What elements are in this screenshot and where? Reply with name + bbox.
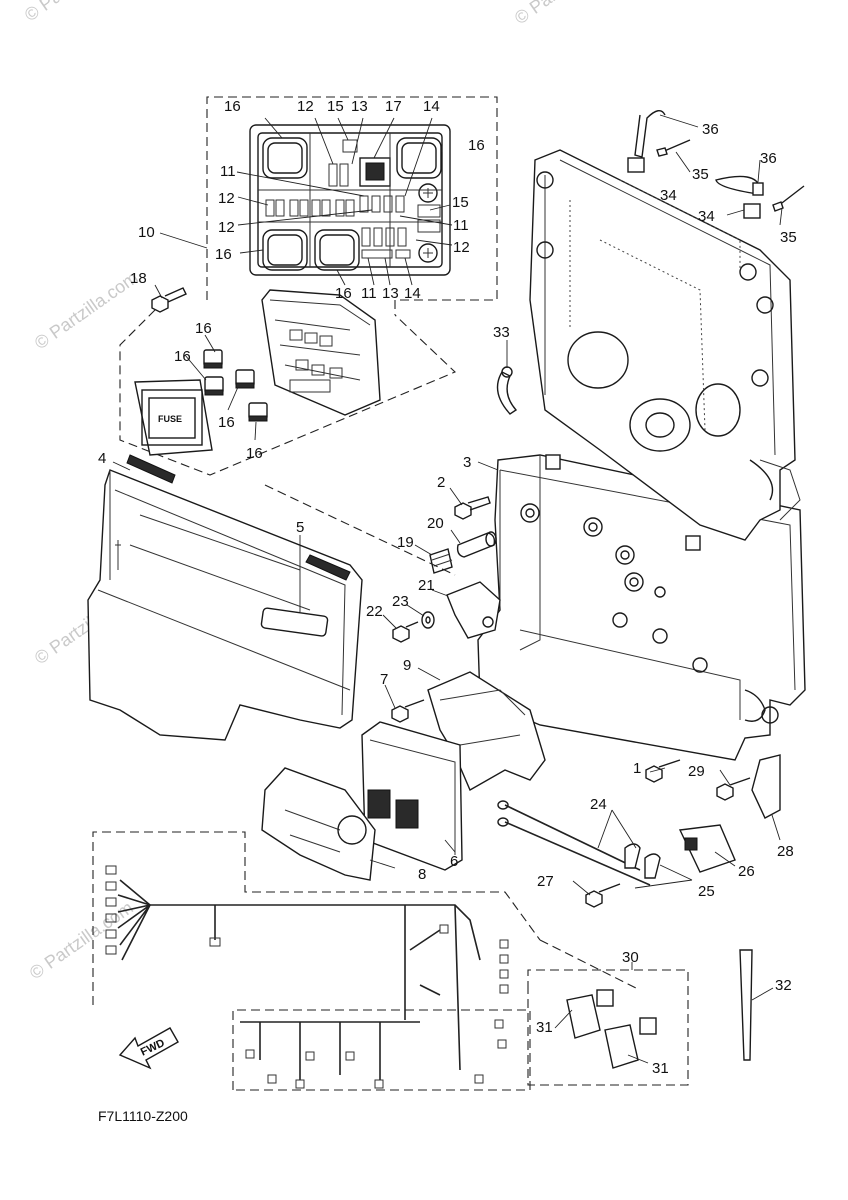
callout-13: 13 xyxy=(382,285,399,302)
callout-21: 21 xyxy=(418,577,435,594)
callout-11: 11 xyxy=(220,163,236,180)
grommet xyxy=(496,371,518,415)
callout-labels: 1 2 3 4 5 6 7 8 9 10 11 11 11 12 12 12 1… xyxy=(98,98,797,1124)
callout-19: 19 xyxy=(397,534,414,551)
callout-16: 16 xyxy=(246,445,263,462)
callout-34: 34 xyxy=(698,208,715,225)
diagram-code: F7L1110-Z200 xyxy=(98,1108,188,1124)
callout-33: 33 xyxy=(493,324,510,341)
watermark-text: © Partzilla.com xyxy=(26,897,137,983)
relay-kit-box xyxy=(527,969,689,1086)
callout-1: 1 xyxy=(633,760,641,777)
cable-clamps xyxy=(627,110,805,219)
callout-25: 25 xyxy=(698,883,715,900)
callout-12: 12 xyxy=(218,190,235,207)
wire-harness: FWD xyxy=(92,831,541,1091)
leader-lines xyxy=(112,114,783,1064)
callout-16: 16 xyxy=(218,414,235,431)
callout-14: 14 xyxy=(404,285,421,302)
callout-35: 35 xyxy=(780,229,797,246)
callout-15: 15 xyxy=(327,98,344,115)
callout-27: 27 xyxy=(537,873,554,890)
callout-34: 34 xyxy=(660,187,677,204)
callout-35: 35 xyxy=(692,166,709,183)
callout-30: 30 xyxy=(622,949,639,966)
callout-24: 24 xyxy=(590,796,607,813)
callout-11: 11 xyxy=(361,285,377,302)
fuse-label: FUSE xyxy=(158,414,182,424)
callout-16: 16 xyxy=(174,348,191,365)
callout-11: 11 xyxy=(453,217,469,234)
callout-9: 9 xyxy=(403,657,411,674)
callout-16: 16 xyxy=(468,137,485,154)
watermark-text: © Partzilla.com xyxy=(21,0,132,25)
callout-8: 8 xyxy=(418,866,426,883)
callout-12: 12 xyxy=(218,219,235,236)
callout-23: 23 xyxy=(392,593,409,610)
callout-36: 36 xyxy=(702,121,719,138)
fwd-arrow-icon xyxy=(118,1027,179,1070)
callout-16: 16 xyxy=(215,246,232,263)
callout-20: 20 xyxy=(427,515,444,532)
callout-31: 31 xyxy=(652,1060,669,1077)
callout-7: 7 xyxy=(380,671,388,688)
fuse-box-detail xyxy=(206,96,498,315)
callout-16: 16 xyxy=(195,320,212,337)
callout-16: 16 xyxy=(224,98,241,115)
callout-17: 17 xyxy=(385,98,402,115)
small-fasteners xyxy=(391,496,501,723)
callout-29: 29 xyxy=(688,763,705,780)
callout-6: 6 xyxy=(450,853,458,870)
callout-15: 15 xyxy=(452,194,469,211)
cable-tie xyxy=(739,949,753,1061)
callout-18: 18 xyxy=(130,270,147,287)
callout-14: 14 xyxy=(423,98,440,115)
callout-28: 28 xyxy=(777,843,794,860)
callout-12: 12 xyxy=(297,98,314,115)
callout-3: 3 xyxy=(463,454,471,471)
callout-26: 26 xyxy=(738,863,755,880)
electrical-box-cover xyxy=(87,454,363,741)
callout-10: 10 xyxy=(138,224,155,241)
fuse-box-assembly: FUSE xyxy=(119,287,456,476)
callout-16: 16 xyxy=(335,285,352,302)
callout-12: 12 xyxy=(453,239,470,256)
callout-2: 2 xyxy=(437,474,445,491)
callout-4: 4 xyxy=(98,450,106,467)
callout-13: 13 xyxy=(351,98,368,115)
watermark-text: © Partzilla.com xyxy=(511,0,622,28)
mounting-plate xyxy=(529,149,801,541)
holder xyxy=(261,767,376,881)
callout-31: 31 xyxy=(536,1019,553,1036)
callout-5: 5 xyxy=(296,519,304,536)
callout-36: 36 xyxy=(760,150,777,167)
battery-leads xyxy=(497,754,781,908)
callout-22: 22 xyxy=(366,603,383,620)
ecu-unit xyxy=(361,721,463,871)
callout-32: 32 xyxy=(775,977,792,994)
